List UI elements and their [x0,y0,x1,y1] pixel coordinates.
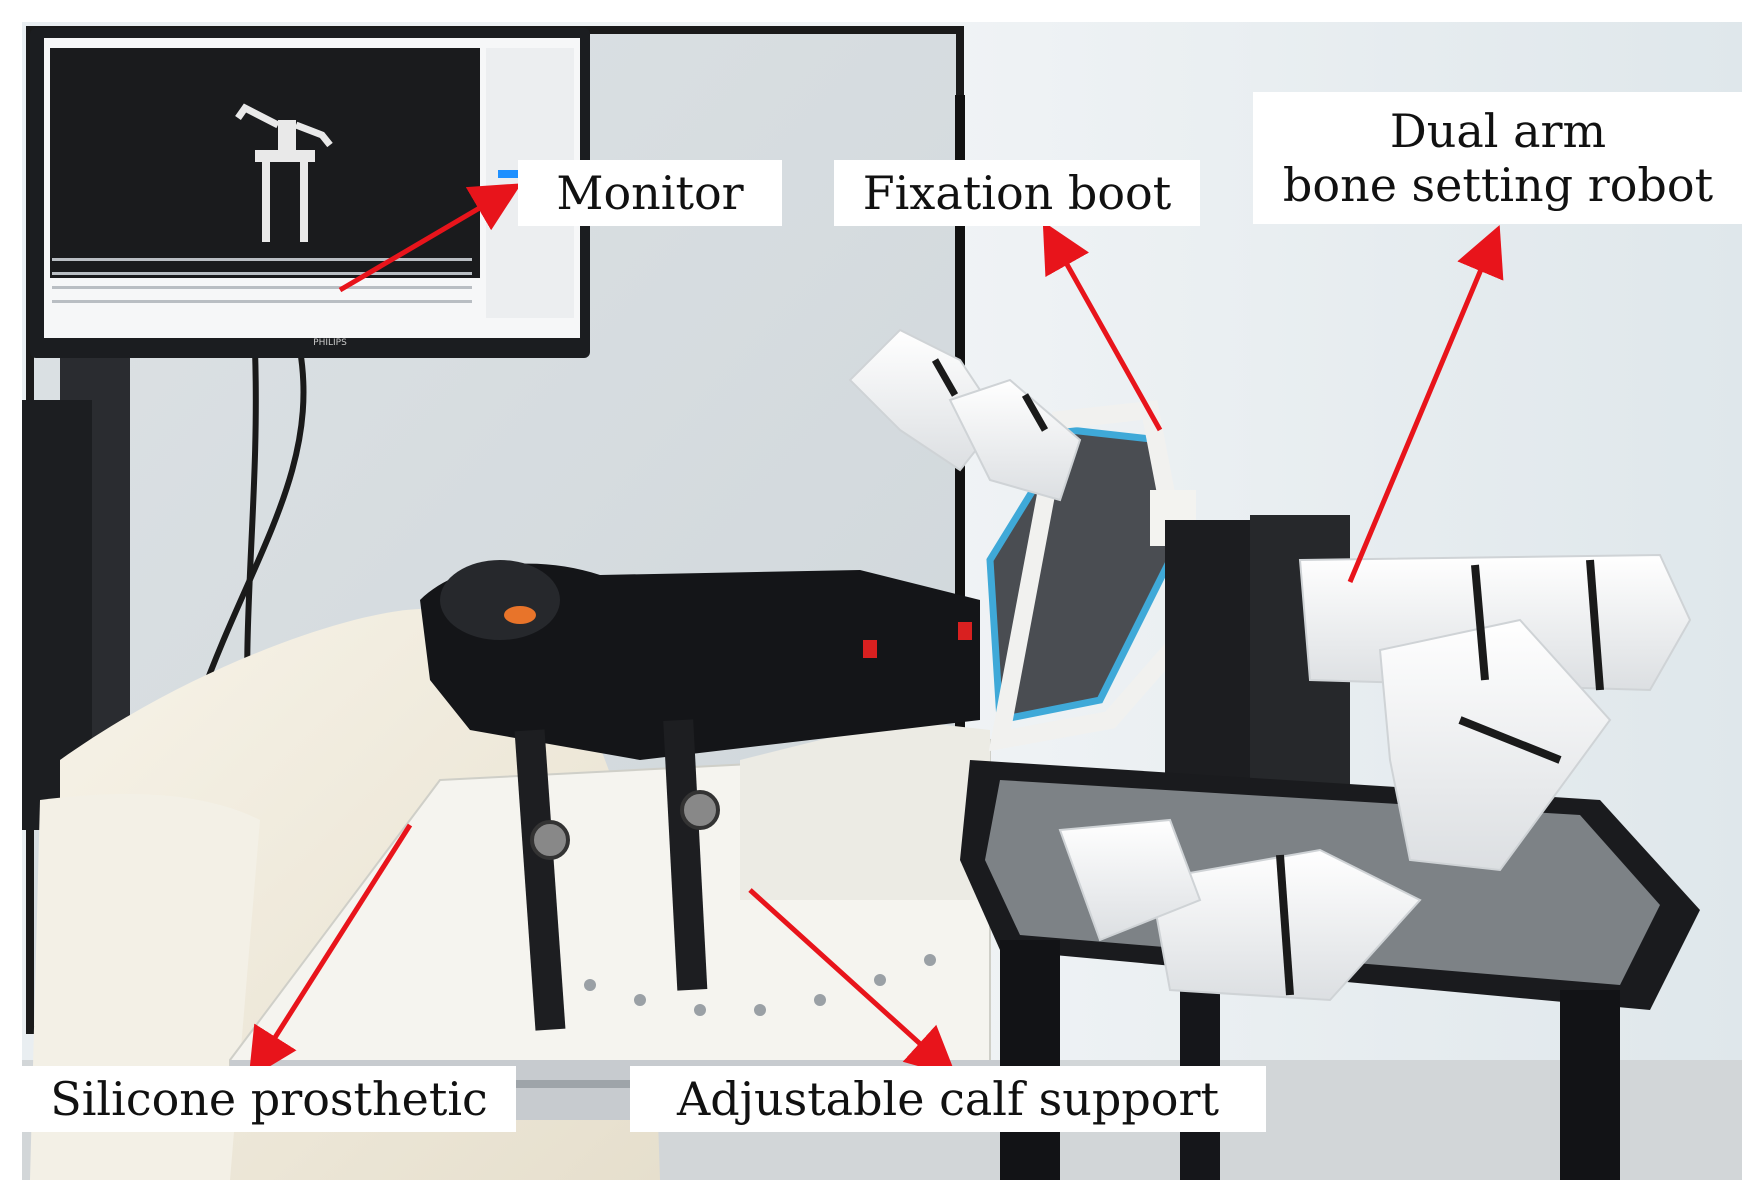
robot-label-line2: bone setting robot [1282,158,1714,212]
calf-support-label-text: Adjustable calf support [677,1071,1219,1126]
arrow-monitor [338,183,522,293]
annotation-arrows [248,183,1504,1080]
fixation-boot-label-text: Fixation boot [862,165,1172,220]
robot-arm-upper [848,328,1082,502]
arrow-fixation-boot [1042,221,1163,432]
calf-support-label: Adjustable calf support [630,1066,1266,1132]
robot-label: Dual arm bone setting robot [1253,92,1743,224]
fixation-boot-label: Fixation boot [834,160,1200,226]
arrow-calf-support [748,888,957,1077]
silicone-label: Silicone prosthetic [22,1066,516,1132]
arrow-silicone [248,823,413,1080]
robot-label-line1: Dual arm [1389,103,1607,158]
monitor: PHILIPS [30,28,590,358]
arrow-robot [1347,224,1504,583]
monitor-label-text: Monitor [556,165,744,220]
silicone-label-text: Silicone prosthetic [50,1071,488,1126]
monitor-label: Monitor [518,160,782,226]
monitor-brand: PHILIPS [313,338,347,348]
knee-brace [420,563,980,760]
